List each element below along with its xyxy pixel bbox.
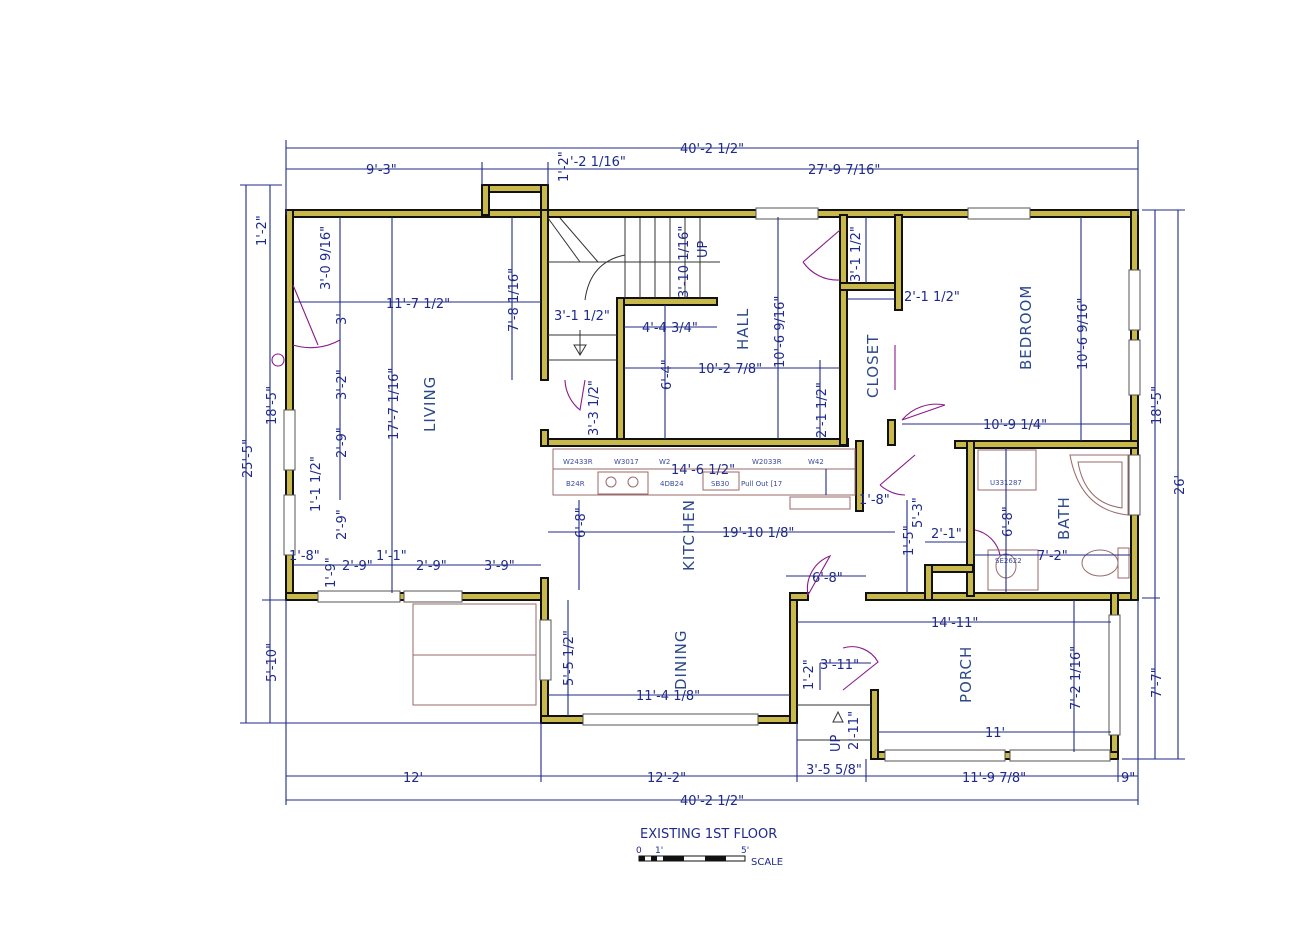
dim-label: 3'-3 1/2" (587, 380, 602, 436)
dimension-lines (240, 140, 1185, 805)
exterior-pad (412, 603, 871, 741)
dim-label: 2'-9" (416, 559, 447, 574)
room-label-kitchen: KITCHEN (680, 499, 698, 571)
dim-label: 3' (335, 313, 350, 325)
dim-label: 1'-8" (289, 549, 320, 564)
dim-label: 1'-2" (557, 151, 572, 182)
dim-label: 25'-5" (241, 439, 256, 478)
scale-bar (638, 855, 746, 862)
room-label-bath: BATH (1055, 496, 1073, 540)
cabinet-label: W2433R (563, 458, 593, 466)
kitchen-cabinets: W2433R W3017 W2 W2033R W42 B24R 4DB24 SB… (552, 448, 856, 510)
dim-label: 1'-9" (324, 557, 339, 588)
dim-label: 19'-10 1/8" (722, 526, 794, 541)
scale-tick: 5' (741, 846, 749, 856)
dim-label: 5'-5 1/2" (562, 630, 577, 686)
dim-label: 40'-2 1/2" (680, 142, 744, 157)
dim-label: 5'-3" (911, 497, 926, 528)
dim-label: 3'-9" (484, 559, 515, 574)
dim-label: '-2 1/16" (570, 155, 626, 170)
dim-label: 6'-4" (660, 359, 675, 390)
dim-label: 2'-1 1/2" (815, 382, 830, 438)
drawing-title: EXISTING 1ST FLOOR (640, 827, 777, 842)
dim-label: 14'-6 1/2" (671, 463, 735, 478)
dim-label: 18'-5" (1150, 386, 1165, 425)
cabinet-label: W42 (808, 458, 824, 466)
dim-label: 9" (1121, 771, 1135, 786)
cabinet-label: B24R (566, 480, 585, 488)
dim-label: 6'-8" (1001, 506, 1016, 537)
dim-label: 26' (1173, 475, 1188, 495)
room-labels: LIVING HALL CLOSET BEDROOM KITCHEN BATH … (421, 240, 1073, 752)
windows (283, 207, 1141, 762)
dimension-labels: 40'-2 1/2" 9'-3" '-2 1/16" 27'-9 7/16" 1… (241, 142, 1188, 809)
dim-label: 7'-2 1/16" (1069, 646, 1084, 710)
dim-label: 2'-1" (931, 527, 962, 542)
dim-label: 2'-9" (342, 559, 373, 574)
room-label-dining: DINING (672, 630, 690, 690)
stair-up-label: UP (696, 240, 711, 258)
dim-label: 2'-9" (335, 509, 350, 540)
dim-label: 17'-7 1/16" (387, 368, 402, 440)
dim-label: 7'-2" (1037, 549, 1068, 564)
porch-up-label: UP (829, 734, 844, 752)
scale-tick: 0 (636, 846, 642, 856)
dim-label: 1'-1 1/2" (309, 456, 324, 512)
dim-label: 3'-10 1/16" (677, 226, 692, 298)
dim-label: 12'-2" (647, 771, 686, 786)
dim-label: 18'-5" (265, 386, 280, 425)
dim-label: 3'-2" (335, 369, 350, 400)
dim-label: 10'-2 7/8" (698, 362, 762, 377)
dim-label: 1'-8" (859, 493, 890, 508)
dim-label: 27'-9 7/16" (808, 163, 880, 178)
dim-label: 1'-2" (802, 659, 817, 690)
dim-label: 5'-10" (265, 643, 280, 682)
room-label-closet: CLOSET (864, 334, 882, 398)
room-label-bedroom: BEDROOM (1017, 285, 1035, 370)
cabinet-label: SB30 (711, 480, 729, 488)
dim-label: 9'-3" (366, 163, 397, 178)
dim-label: 2'-11" (847, 711, 862, 750)
room-label-porch: PORCH (957, 646, 975, 703)
title-block: EXISTING 1ST FLOOR 0 1' 5' SCALE (636, 827, 783, 868)
dim-label: 12' (403, 771, 423, 786)
dim-label: 3'-5 5/8" (806, 763, 862, 778)
dim-label: 14'-11" (931, 616, 978, 631)
dim-label: 11'-4 1/8" (636, 689, 700, 704)
doors (271, 229, 1001, 691)
cabinet-label: Pull Out [17 (741, 480, 782, 488)
dim-label: 6'-8" (574, 507, 589, 538)
room-label-living: LIVING (421, 376, 439, 432)
dim-label: 10'-6 9/16" (773, 296, 788, 368)
dim-label: 7'-8 1/16" (507, 268, 522, 332)
dim-label: 11' (985, 726, 1005, 741)
dim-label: 11'-7 1/2" (386, 297, 450, 312)
dim-label: 2'-9" (335, 427, 350, 458)
dim-label: 10'-6 9/16" (1076, 298, 1091, 370)
cabinet-label: W3017 (614, 458, 639, 466)
dim-label: 1'-1" (376, 549, 407, 564)
dim-label: 7'-7" (1150, 667, 1165, 698)
dim-label: 1'-5" (902, 525, 917, 556)
dim-label: 3'-1 1/2" (554, 309, 610, 324)
dim-label: 40'-2 1/2" (680, 794, 744, 809)
dim-label: 2'-1 1/2" (904, 290, 960, 305)
dim-label: 3'-0 9/16" (319, 226, 334, 290)
dim-label: 10'-9 1/4" (983, 418, 1047, 433)
dim-label: 4'-4 3/4" (642, 321, 698, 336)
scale-label: SCALE (751, 857, 783, 868)
cabinet-label: W2 (659, 458, 670, 466)
dim-label: 3'-11" (820, 658, 859, 673)
room-label-hall: HALL (734, 308, 752, 350)
staircase (547, 217, 720, 361)
dim-label: 3'-1 1/2" (849, 226, 864, 282)
cabinet-label: W2033R (752, 458, 782, 466)
cabinet-label: 4DB24 (660, 480, 684, 488)
scale-tick: 1' (655, 846, 663, 856)
cabinet-label: SE2622 (995, 557, 1022, 565)
dim-label: 1'-2" (255, 215, 270, 246)
dim-label: 11'-9 7/8" (962, 771, 1026, 786)
dim-label: 6'-8" (812, 571, 843, 586)
